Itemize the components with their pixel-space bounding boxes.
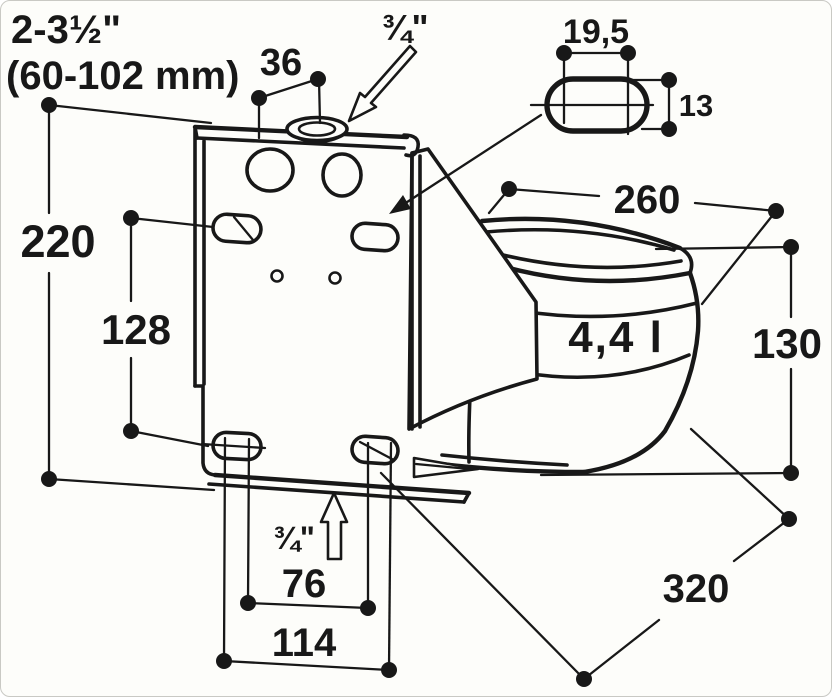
dim-130-dot-bottom [783,465,799,481]
dim-114-value: 114 [272,621,337,665]
dim-128-dot-bottom [123,423,139,439]
bottom-water-connection: ¾" [273,491,349,561]
dim-13-dot-top [661,72,677,88]
dim-36-dot-right [310,71,326,87]
bowl-capacity-label: 4,4 l [568,313,664,362]
bowl-body-right-edge [581,270,701,475]
dim-220-ext-top [47,103,213,125]
plate-bottom-flange-cap [462,491,471,504]
plate-slot-lower-right-depth-line [358,440,394,461]
plate-slot-lower-left-centerline [200,442,267,450]
slot-detail-leader-arrowhead-icon [389,195,411,214]
dim-114-line [222,659,391,672]
dim-128-ext-bottom [129,429,210,448]
dim-320-dot-upper [781,511,797,527]
dim-260-line-right [693,201,778,213]
dim-220-ext-bottom [47,477,216,492]
pipe-fitting-collar [286,130,348,144]
dim-128-dot-top [123,210,139,226]
dim-114-dot-left [216,653,232,669]
dim-19-5-dot-right [620,45,636,61]
dim-slot-spacing-128: 128 [101,210,215,448]
bowl-rim-outer-arc [479,216,683,251]
dim-76-dot-left [240,595,256,611]
plate-bottom-flange-top [212,472,472,496]
bowl: 4,4 l [438,216,701,475]
dim-320-value: 320 [663,567,730,611]
dim-fitting-36: 36 [251,42,326,140]
plate-slot-upper-left-depth-line [232,215,255,242]
pipe-fitting-inner [297,121,337,137]
slot-detail-view: 19,5 13 [389,13,713,214]
bracket-panel [407,147,539,431]
bottom-connection-arrow-icon [319,491,349,561]
dim-overall-depth-320: 320 [379,427,797,687]
mounting-plate [192,115,472,504]
dim-320-dot-lower [576,671,592,687]
clamp-range-note: 2-3½" (60-102 mm) [6,8,239,98]
plate-small-hole-right [328,271,342,285]
dim-114-ext-left [222,436,227,663]
top-water-connection: ¾" [347,7,429,123]
dim-bowl-diameter-260: 260 [487,178,784,306]
dim-76-line [246,601,370,610]
dim-220-dot-bottom [41,471,57,487]
dim-114-dot-right [381,662,397,678]
plate-slot-upper-right [350,221,400,253]
plate-left-edge-jog [193,384,217,477]
dim-114-ext-right [387,441,393,672]
dim-36-connector [257,77,320,100]
dim-bowl-height-130: 130 [539,239,822,481]
dim-130-ext-bottom [539,471,793,477]
plate-small-hole-left [270,269,284,283]
bowl-band-upper [519,301,699,319]
bracket [407,147,539,479]
dim-plate-height-220: 220 [20,97,216,492]
dim-260-line-left [507,187,601,198]
dim-13-dot-bottom [661,121,677,137]
dim-130-value: 130 [752,320,822,367]
top-connection-label: ¾" [381,7,428,48]
bowl-rim-band-inner [493,251,683,270]
dim-260-value: 260 [614,178,681,222]
top-connection-arrow-icon [347,44,418,123]
dim-13-value: 13 [679,88,713,123]
bowl-band-lower [523,353,691,380]
bottom-tab-inner-line [414,462,471,471]
plate-slot-upper-left [211,212,263,245]
dim-36-dot-left [251,90,267,106]
dim-19-5-value: 19,5 [563,13,629,51]
dim-260-dot-left [501,181,517,197]
dim-76-ext-left [246,437,251,605]
clamp-range-metric: (60-102 mm) [6,54,239,98]
dim-130-ext-top [654,245,793,251]
bottom-connection-label: ¾" [273,520,315,556]
dim-320-line-lower [582,618,661,681]
dim-320-ext-lower [379,471,586,681]
dim-260-ext-right [700,209,778,306]
dim-36-value: 36 [260,42,302,84]
dim-128-ext-top [129,216,215,229]
plate-top-edge-inner [195,136,406,150]
dim-130-dot-top [783,239,799,255]
plate-bottom-flange-bottom [207,482,466,504]
dim-76-value: 76 [282,562,327,606]
dim-128-value: 128 [101,306,171,353]
plate-hole-top-right [321,152,363,198]
dim-76-dot-right [360,600,376,616]
dim-320-ext-upper [689,427,791,521]
dim-260-dot-right [768,203,784,219]
plate-hole-top-left [245,147,295,193]
slot-detail-leader-line [399,113,543,208]
dim-220-value: 220 [20,216,95,267]
dim-220-dot-top [41,97,57,113]
dim-19-5-dot-left [556,45,572,61]
bowl-bottom-inner [440,453,569,467]
bowl-rim-second-arc [484,227,676,252]
clamp-range-inches: 2-3½" [11,8,121,52]
dim-bottom-slots: 76 114 [216,436,397,678]
dim-320-line-upper [732,517,791,563]
